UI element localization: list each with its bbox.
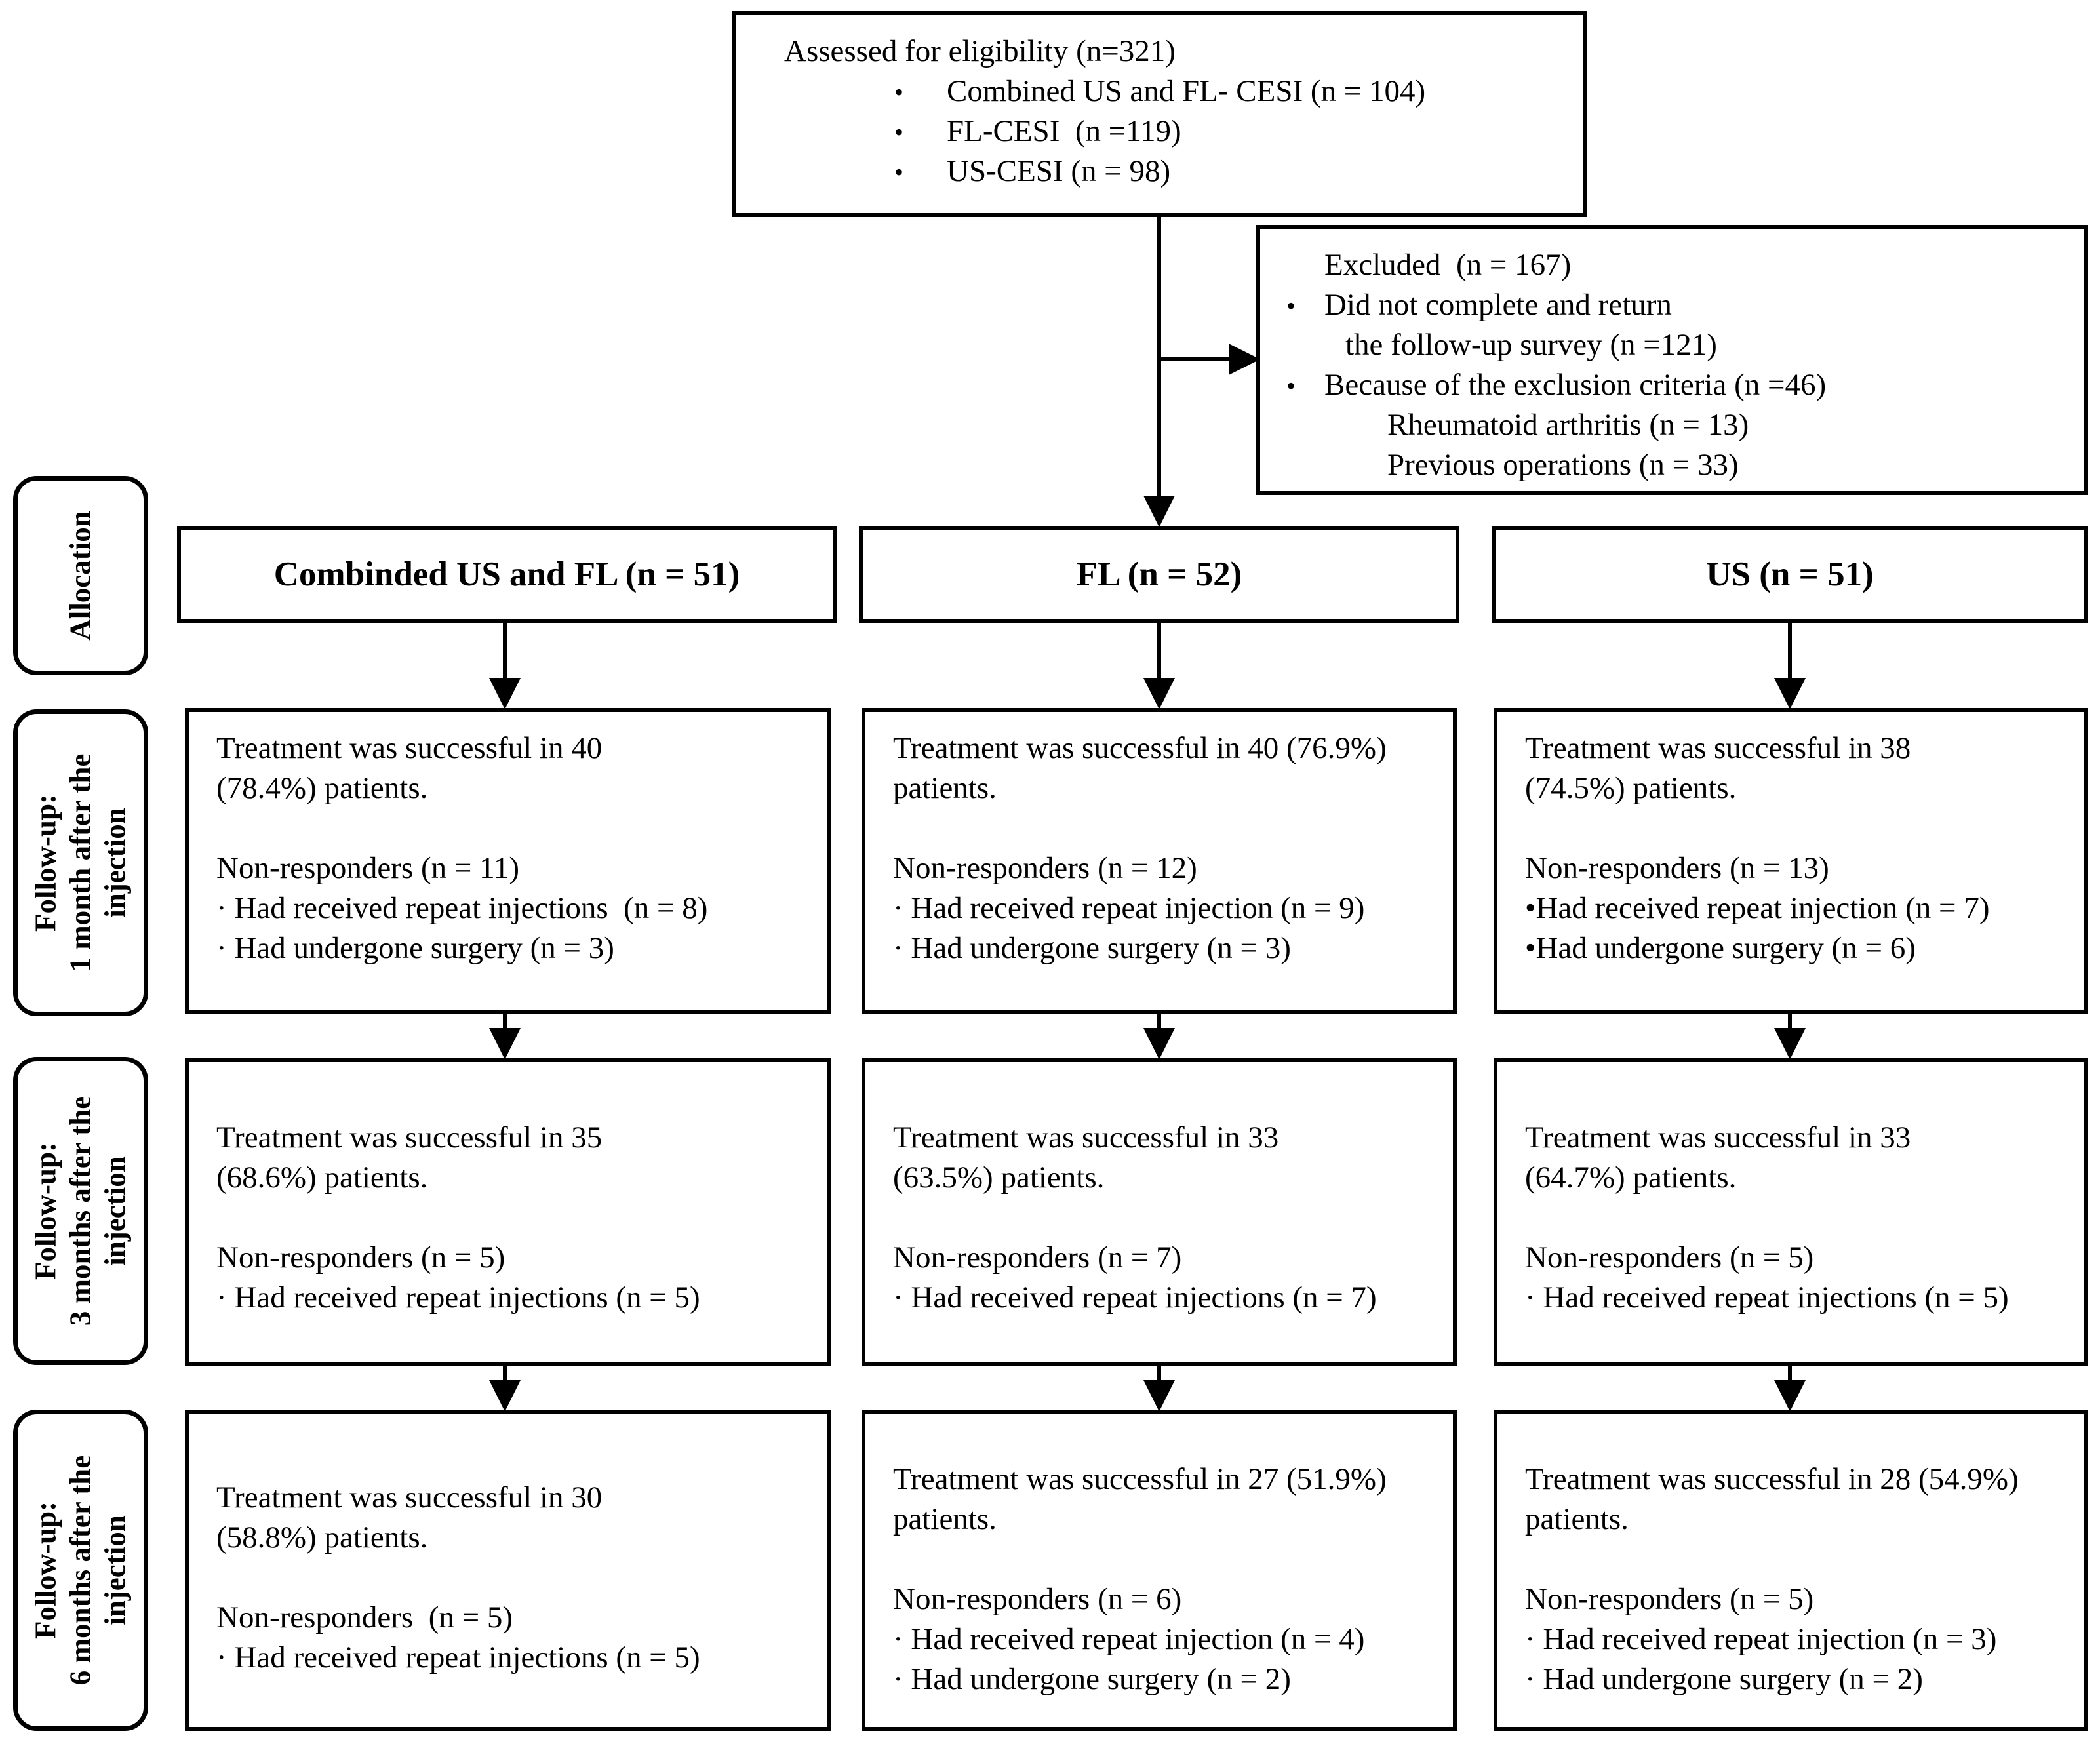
- stage-label-text: 6 months after the: [64, 1455, 97, 1686]
- group-box-us: US (n = 51): [1492, 526, 2088, 623]
- stage-label-text: Follow-up:: [29, 1501, 62, 1640]
- bullet-icon: •: [894, 77, 904, 107]
- followup-1m-us: Treatment was successful in 38 (74.5%) p…: [1494, 708, 2088, 1014]
- followup-text: (74.5%) patients.: [1525, 771, 1737, 805]
- followup-text: •Had received repeat injection (n = 7): [1525, 891, 1990, 925]
- excluded-box: Excluded (n = 167) • Did not complete an…: [1256, 225, 2088, 495]
- group-box-fl: FL (n = 52): [859, 526, 1459, 623]
- stage-label-6-months: Follow-up: 6 months after the injection: [13, 1410, 148, 1731]
- stage-label-text: Follow-up:: [29, 794, 62, 932]
- group-box-combined: Combinded US and FL (n = 51): [177, 526, 837, 623]
- followup-6m-combined: Treatment was successful in 30 (58.8%) p…: [185, 1410, 831, 1731]
- followup-text: Treatment was successful in 30: [216, 1480, 603, 1515]
- followup-text: Non-responders (n = 6): [893, 1582, 1182, 1616]
- group-title: Combinded US and FL (n = 51): [273, 555, 740, 593]
- followup-text: · Had undergone surgery (n = 3): [893, 931, 1291, 965]
- followup-text: · Had received repeat injection (n = 4): [893, 1622, 1365, 1656]
- followup-text: Treatment was successful in 28 (54.9%): [1525, 1462, 2019, 1496]
- followup-text: Treatment was successful in 40 (76.9%): [893, 731, 1387, 765]
- group-title: US (n = 51): [1706, 555, 1874, 593]
- followup-text: · Had received repeat injection (n = 3): [1525, 1622, 1997, 1656]
- followup-6m-us: Treatment was successful in 28 (54.9%) p…: [1494, 1410, 2088, 1731]
- excluded-subitem: Rheumatoid arthritis (n = 13): [1387, 408, 1749, 442]
- stage-label-1-month: Follow-up: 1 month after the injection: [13, 709, 148, 1016]
- followup-text: (68.6%) patients.: [216, 1160, 428, 1195]
- followup-text: (58.8%) patients.: [216, 1520, 428, 1555]
- followup-text: · Had undergone surgery (n = 2): [1525, 1662, 1923, 1696]
- followup-text: patients.: [893, 771, 997, 805]
- followup-text: •Had undergone surgery (n = 6): [1525, 931, 1916, 965]
- bullet-icon: •: [894, 157, 904, 187]
- stage-label-text: injection: [98, 1156, 132, 1266]
- followup-text: Non-responders (n = 12): [893, 851, 1197, 885]
- excluded-subitem: Previous operations (n = 33): [1387, 448, 1739, 482]
- stage-label-3-months: Follow-up: 3 months after the injection: [13, 1057, 148, 1365]
- followup-1m-combined: Treatment was successful in 40 (78.4%) p…: [185, 708, 831, 1014]
- followup-text: Non-responders (n = 5): [1525, 1582, 1814, 1616]
- followup-6m-fl: Treatment was successful in 27 (51.9%) p…: [862, 1410, 1457, 1731]
- followup-text: · Had received repeat injections (n = 7): [893, 1280, 1377, 1315]
- followup-text: (63.5%) patients.: [893, 1160, 1105, 1195]
- eligibility-item: FL-CESI (n =119): [947, 114, 1181, 148]
- followup-text: Non-responders (n = 13): [1525, 851, 1829, 885]
- followup-text: Non-responders (n = 5): [1525, 1240, 1814, 1275]
- followup-text: (64.7%) patients.: [1525, 1160, 1737, 1195]
- group-title: FL (n = 52): [1076, 555, 1242, 593]
- excluded-item-line: Did not complete and return: [1324, 288, 1672, 322]
- followup-text: Treatment was successful in 33: [893, 1120, 1279, 1155]
- followup-text: · Had received repeat injection (n = 9): [893, 891, 1365, 925]
- followup-text: · Had received repeat injections (n = 5): [216, 1280, 700, 1315]
- followup-text: Non-responders (n = 11): [216, 851, 520, 885]
- eligibility-box: Assessed for eligibility (n=321) • Combi…: [732, 11, 1587, 217]
- followup-text: Treatment was successful in 38: [1525, 731, 1911, 765]
- stage-label-text: Follow-up:: [29, 1141, 62, 1280]
- eligibility-title: Assessed for eligibility (n=321): [784, 34, 1176, 68]
- followup-text: Treatment was successful in 27 (51.9%): [893, 1462, 1387, 1496]
- followup-3m-combined: Treatment was successful in 35 (68.6%) p…: [185, 1058, 831, 1366]
- followup-1m-fl: Treatment was successful in 40 (76.9%) p…: [862, 708, 1457, 1014]
- followup-text: Non-responders (n = 5): [216, 1600, 513, 1635]
- followup-text: Treatment was successful in 35: [216, 1120, 603, 1155]
- stage-label-text: injection: [98, 808, 132, 918]
- eligibility-item: Combined US and FL- CESI (n = 104): [947, 74, 1426, 108]
- followup-text: · Had received repeat injections (n = 5): [1525, 1280, 2009, 1315]
- stage-label-text: 3 months after the: [64, 1096, 97, 1326]
- followup-text: patients.: [893, 1502, 997, 1536]
- followup-text: Treatment was successful in 40: [216, 731, 603, 765]
- stage-label-text: injection: [98, 1515, 132, 1625]
- excluded-item-line: the follow-up survey (n =121): [1345, 328, 1717, 362]
- stage-label-allocation: Allocation: [13, 476, 148, 675]
- eligibility-item: US-CESI (n = 98): [947, 154, 1171, 188]
- followup-text: · Had undergone surgery (n = 3): [216, 931, 614, 965]
- followup-text: Non-responders (n = 5): [216, 1240, 505, 1275]
- followup-text: · Had received repeat injections (n = 5): [216, 1640, 700, 1675]
- followup-text: patients.: [1525, 1502, 1629, 1536]
- followup-3m-us: Treatment was successful in 33 (64.7%) p…: [1494, 1058, 2088, 1366]
- followup-text: · Had received repeat injections (n = 8): [216, 891, 708, 925]
- followup-text: · Had undergone surgery (n = 2): [893, 1662, 1291, 1696]
- stage-label-text: 1 month after the: [64, 753, 97, 972]
- followup-text: (78.4%) patients.: [216, 771, 428, 805]
- excluded-title: Excluded (n = 167): [1324, 248, 1572, 282]
- bullet-icon: •: [1286, 291, 1296, 321]
- bullet-icon: •: [1286, 371, 1296, 401]
- excluded-item-line: Because of the exclusion criteria (n =46…: [1324, 368, 1827, 402]
- followup-3m-fl: Treatment was successful in 33 (63.5%) p…: [862, 1058, 1457, 1366]
- stage-label-text: Allocation: [64, 511, 97, 641]
- followup-text: Non-responders (n = 7): [893, 1240, 1182, 1275]
- followup-text: Treatment was successful in 33: [1525, 1120, 1911, 1155]
- bullet-icon: •: [894, 117, 904, 147]
